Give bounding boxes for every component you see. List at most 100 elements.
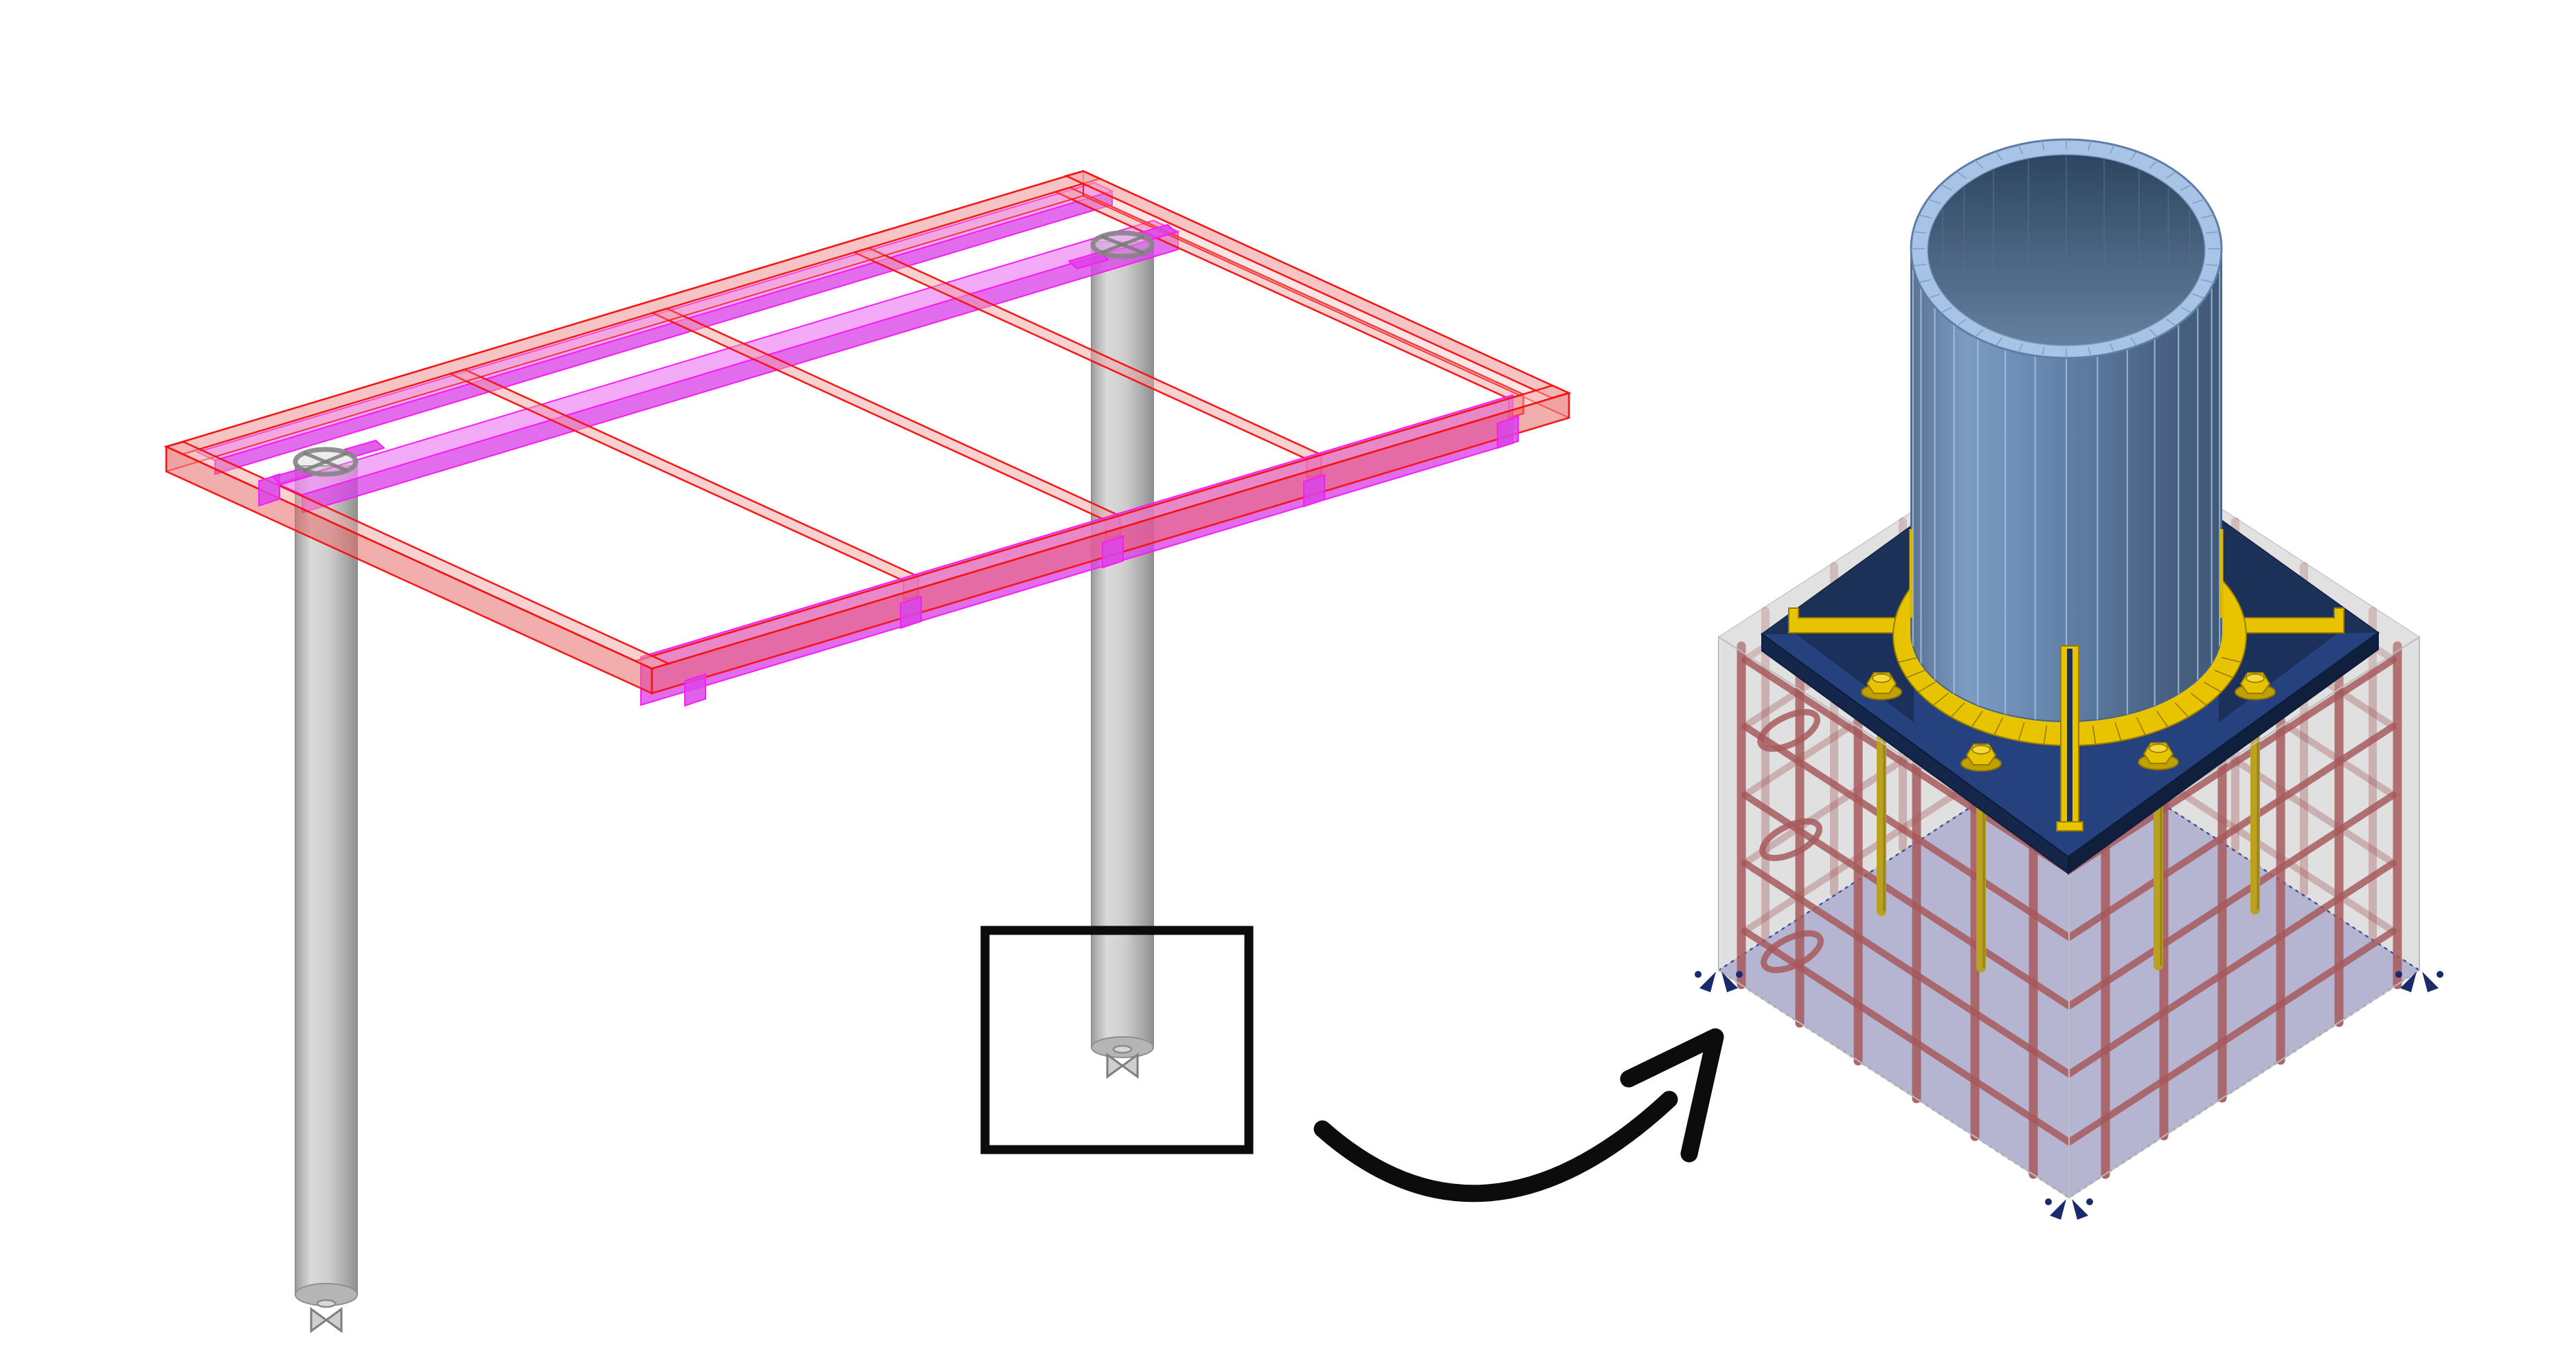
rim-segment-tick — [2149, 328, 2158, 338]
rim-segment-tick — [2149, 159, 2158, 169]
stiffener-ring-segments — [1898, 657, 2241, 746]
rim-segment-tick — [1918, 279, 1932, 283]
stirrup-hook-loop — [1757, 708, 1820, 752]
stirrup-hook-loop — [1759, 818, 1822, 862]
rim-segment-tick — [1928, 293, 1941, 299]
callout-rectangle — [980, 926, 1254, 1154]
cap-cross-brace — [1100, 234, 1144, 255]
ring-segment-tick — [1993, 717, 2004, 735]
beam-end-tabs — [258, 415, 1519, 707]
rim-segment-tick — [2200, 279, 2215, 283]
support-arrow-icon — [2072, 1199, 2088, 1220]
support-arrow-icon — [2400, 972, 2417, 992]
roof-cross-beams — [447, 186, 1526, 601]
canopy-model — [163, 170, 1572, 1333]
rim-segment-tick — [2206, 231, 2220, 234]
rim-segment-tick — [2200, 214, 2215, 219]
rim-segment-tick — [1912, 263, 1927, 267]
cap-collar-stub — [1067, 251, 1109, 270]
support-arrow-icon — [1699, 972, 1716, 992]
column-base-hinge-icon — [310, 1307, 328, 1333]
column-base-hinge-icon — [1120, 1053, 1139, 1079]
rim-segment-tick — [2041, 140, 2045, 150]
rim-segment-tick — [2180, 306, 2193, 314]
rim-segment-tick — [1974, 328, 1984, 338]
rim-segment-tick — [2088, 140, 2092, 150]
concrete-front-right-wall — [2068, 636, 2420, 1199]
rim-segment-tick — [1956, 170, 1967, 179]
front-gusset-plate — [2056, 645, 2083, 831]
arrow-shaft — [1313, 1091, 1678, 1203]
ring-segment-tick — [2018, 722, 2025, 741]
arrow-head-icon — [1620, 1028, 1724, 1163]
rim-segment-tick — [1918, 214, 1932, 219]
beam-end-tab — [900, 595, 922, 629]
rim-segment-tick — [2166, 170, 2177, 179]
stirrup-hook-loop — [1761, 930, 1824, 974]
ring-segment-tick — [2156, 711, 2169, 728]
support-arrow-icon — [2050, 1199, 2066, 1220]
beam-end-tab — [1102, 535, 1124, 569]
column-cap-left — [271, 439, 385, 486]
ring-segment-tick — [1906, 669, 1925, 678]
purlin-middle — [275, 219, 1180, 514]
ring-segment-tick — [2043, 725, 2048, 745]
nut-top-facet — [2149, 743, 2168, 753]
rim-segment-tick — [1912, 231, 1927, 234]
ring-segment-tick — [2204, 682, 2222, 693]
rim-segment-tick — [2192, 199, 2205, 204]
cap-cross-brace — [303, 451, 348, 473]
gusset-foot — [2056, 821, 2083, 831]
ring-segment-tick — [2222, 657, 2241, 663]
wing-shadow-right — [2219, 633, 2338, 722]
rim-segment-tick — [1995, 337, 2003, 347]
ring-segment-tick — [1932, 693, 1950, 706]
ring-segment-tick — [2092, 725, 2097, 745]
ring-segment-tick — [1898, 657, 1918, 663]
rim-segment-tick — [2041, 347, 2045, 357]
support-node-dot — [2395, 971, 2402, 978]
ring-segment-tick — [1971, 711, 1983, 728]
rim-segment-tick — [2088, 347, 2092, 357]
rim-segment-tick — [2166, 318, 2177, 327]
pipe-facet-lines — [1912, 265, 2221, 722]
purlin-middle-top — [275, 219, 1180, 496]
support-arrow-icon — [1721, 972, 1738, 992]
ring-segment-tick — [2190, 693, 2207, 706]
base-plate-edge-right — [2068, 631, 2379, 875]
rim-segment-tick — [2018, 343, 2024, 353]
beam-end-tab — [684, 673, 706, 707]
support-node-dot — [2086, 1198, 2093, 1205]
gusset-web — [2067, 649, 2072, 822]
rim-segment-tick — [1995, 150, 2003, 161]
pipe-rim-segments — [1911, 139, 2222, 358]
ring-segment-tick — [2136, 717, 2146, 735]
pipe-inner-facet-lines — [1942, 156, 2191, 276]
rim-segment-tick — [2129, 150, 2138, 161]
column-cap-right — [1067, 223, 1177, 270]
support-node-dot — [1736, 971, 1743, 978]
column-shaft — [295, 465, 358, 1295]
column-base-hinge-icon — [324, 1307, 343, 1333]
ring-segment-tick — [2174, 702, 2189, 718]
ring-segment-tick — [1950, 702, 1965, 718]
nut-top-facet — [1872, 673, 1891, 683]
rim-segment-tick — [1940, 306, 1952, 314]
rim-segment-tick — [2109, 343, 2115, 353]
nut-top-facet — [2246, 673, 2265, 683]
ring-segment-tick — [2114, 722, 2122, 741]
rim-segment-tick — [1974, 159, 1984, 169]
hinge-top — [316, 1299, 337, 1308]
hinge-top — [1112, 1044, 1133, 1054]
rim-segment-tick — [2109, 144, 2115, 155]
rim-segment-tick — [2129, 337, 2138, 347]
support-node-dot — [1695, 971, 1702, 978]
beam-end-tab — [1497, 415, 1519, 449]
rim-segment-tick — [2018, 144, 2024, 155]
ring-segment-tick — [1918, 682, 1936, 693]
rim-segment-tick — [1956, 318, 1967, 327]
callout-arrow — [1313, 1028, 1724, 1203]
support-node-dot — [2437, 971, 2443, 978]
rim-segment-tick — [2206, 263, 2220, 267]
